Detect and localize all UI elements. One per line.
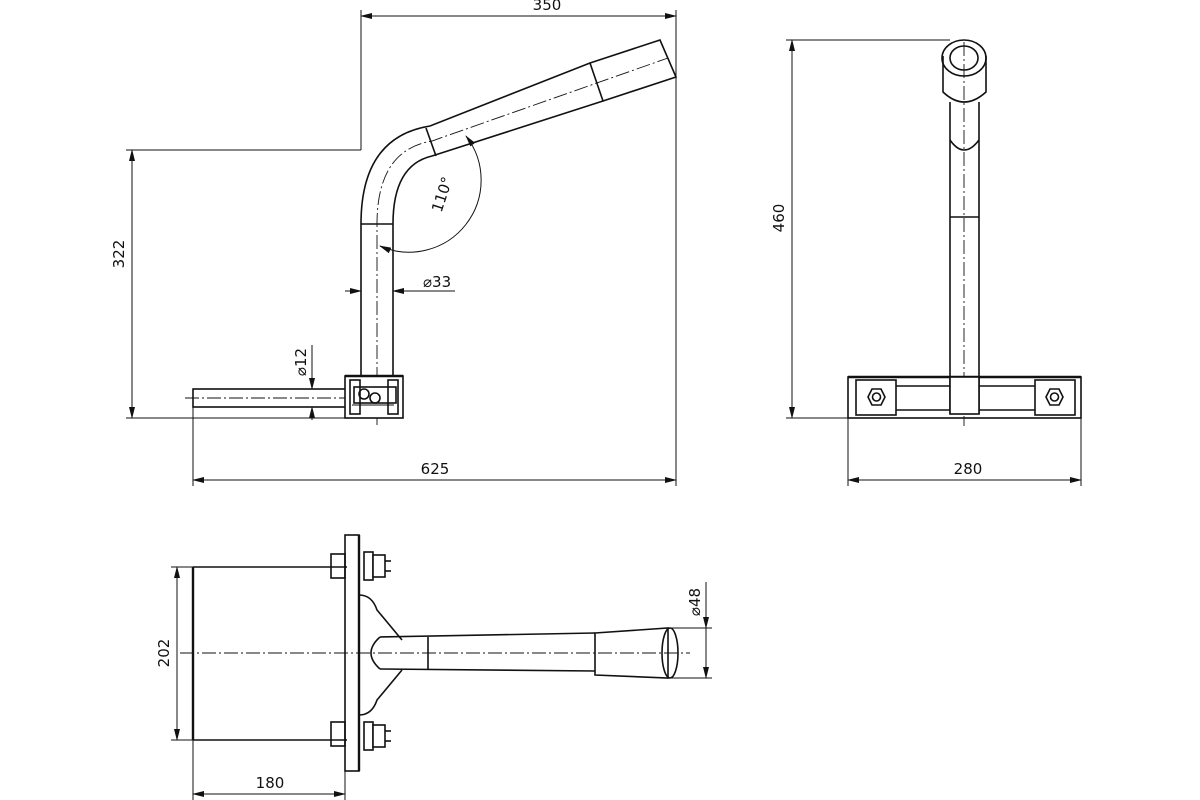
dim-front-height: 460 xyxy=(770,204,788,233)
dim-top-width: 180 xyxy=(256,774,285,792)
dim-end-diameter: ⌀48 xyxy=(686,588,704,616)
dim-side-height: 322 xyxy=(110,240,128,269)
side-view: 110° 350 322 ⌀33 ⌀12 625 xyxy=(110,0,678,486)
dim-rod-diameter: ⌀12 xyxy=(292,348,310,376)
angle-label: 110° xyxy=(428,174,456,214)
dim-top-height: 202 xyxy=(155,639,173,668)
dim-total-length: 625 xyxy=(421,460,450,478)
dim-side-width: 350 xyxy=(533,0,562,14)
dim-pipe-diameter: ⌀33 xyxy=(423,273,451,291)
top-view: 202 180 ⌀48 xyxy=(155,534,712,800)
front-view: 460 280 xyxy=(770,39,1082,486)
dim-front-width: 280 xyxy=(954,460,983,478)
